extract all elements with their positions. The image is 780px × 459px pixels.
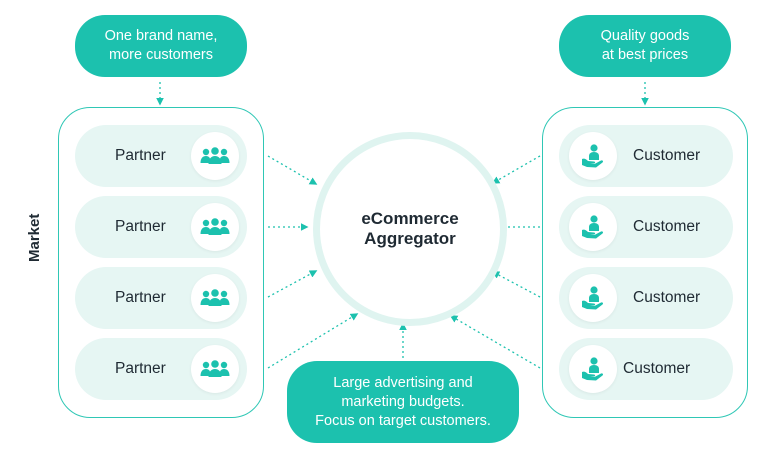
- arrow-customer-3: [491, 271, 541, 298]
- partners-panel: Partner Partner Partner Partner: [58, 107, 264, 418]
- customers-panel: Customer Customer Customer Customer: [542, 107, 748, 418]
- partner-row: Partner: [75, 338, 247, 400]
- customer-label: Customer: [633, 147, 701, 164]
- hand-person-icon: [569, 132, 617, 180]
- partner-label: Partner: [115, 218, 166, 235]
- people-group-icon: [191, 132, 239, 180]
- arrow-partner-3: [267, 270, 318, 298]
- marketing-benefit-callout: Large advertising and marketing budgets.…: [287, 361, 519, 443]
- customer-label: Customer: [623, 360, 691, 377]
- partner-label: Partner: [115, 360, 166, 377]
- partner-row: Partner: [75, 196, 247, 258]
- partner-row: Partner: [75, 267, 247, 329]
- people-group-icon: [191, 274, 239, 322]
- arrow-customer-4: [449, 315, 541, 369]
- hand-person-icon: [569, 203, 617, 251]
- market-label: Market: [26, 213, 43, 262]
- customer-row: Customer: [559, 267, 733, 329]
- arrow-customer-1: [491, 155, 541, 184]
- partners-benefit-callout: One brand name, more customers: [75, 15, 247, 77]
- customer-row: Customer: [559, 125, 733, 187]
- arrow-partner-4: [267, 313, 359, 369]
- hand-person-icon: [569, 345, 617, 393]
- hand-person-icon: [569, 274, 617, 322]
- customer-label: Customer: [633, 218, 701, 235]
- partner-row: Partner: [75, 125, 247, 187]
- ecommerce-aggregator-hub: eCommerce Aggregator: [313, 132, 507, 326]
- customer-row: Customer: [559, 338, 733, 400]
- people-group-icon: [191, 345, 239, 393]
- partner-label: Partner: [115, 147, 166, 164]
- partner-label: Partner: [115, 289, 166, 306]
- customers-benefit-callout: Quality goods at best prices: [559, 15, 731, 77]
- customer-label: Customer: [633, 289, 701, 306]
- arrow-partner-1: [267, 155, 318, 185]
- people-group-icon: [191, 203, 239, 251]
- customer-row: Customer: [559, 196, 733, 258]
